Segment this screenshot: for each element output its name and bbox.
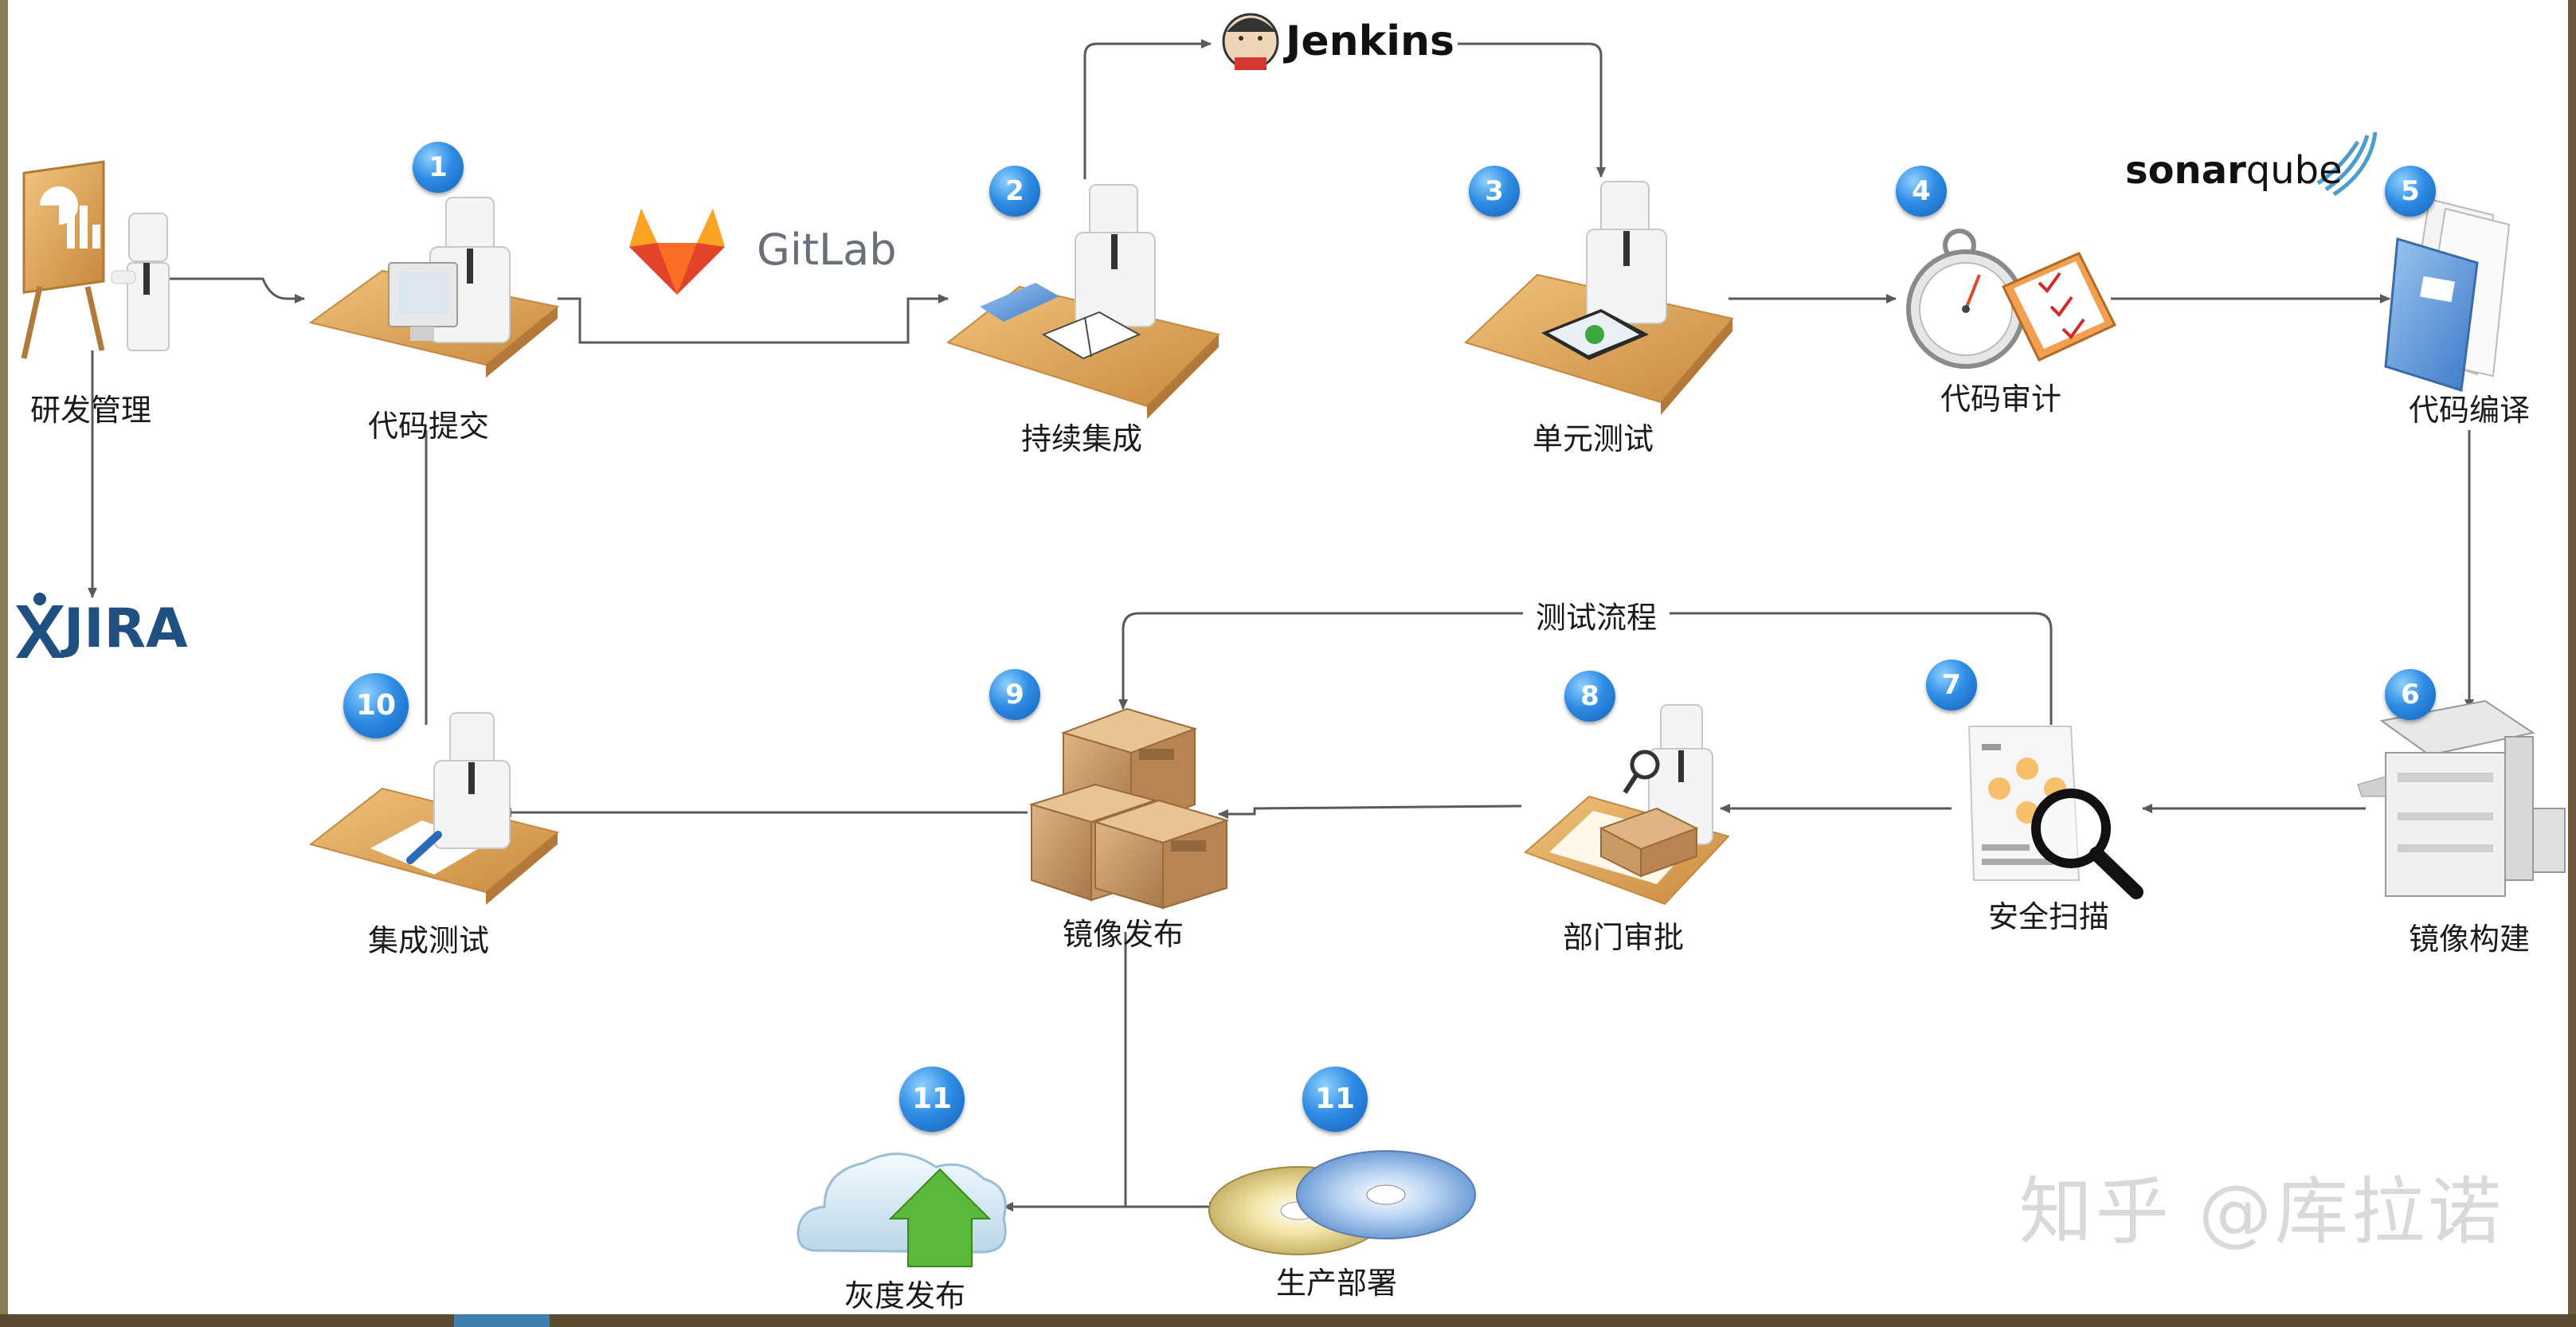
step-badge-5: 5: [2385, 166, 2436, 217]
step-badge-8: 8: [1564, 671, 1615, 722]
copier-machine-icon: [2357, 699, 2566, 897]
arrow-approval-to-release: [1218, 804, 1522, 819]
step-badge-7: 7: [1926, 660, 1977, 710]
jenkins-label: Jenkins: [1286, 18, 1455, 65]
arrow-commit-to-ci: [558, 294, 949, 344]
developer-desk-icon: [308, 197, 560, 378]
step-badge-1: 1: [413, 142, 464, 193]
step-badge-4: 4: [1896, 166, 1947, 217]
test-flow-label: 测试流程: [1522, 593, 1670, 637]
diagram-canvas: Jenkins GitLab sonarqube JIRA 研发管理 代码提交 …: [8, 0, 2568, 1314]
arrow-jenkins-to-unit: [1458, 42, 1606, 178]
node-code-audit: 代码审计: [1940, 382, 2062, 417]
flow-diagram: [16, 13, 2566, 1267]
node-code-commit: 代码提交: [367, 409, 490, 444]
node-unit-test: 单元测试: [1532, 421, 1654, 456]
node-dept-approval: 部门审批: [1562, 920, 1685, 955]
cd-disc-icon: [1208, 1150, 1476, 1255]
document-book-icon: [2384, 198, 2511, 392]
node-image-build: 镜像构建: [2408, 922, 2531, 957]
integration-test-desk-icon: [308, 712, 560, 905]
arrow-rd-to-commit: [167, 277, 305, 303]
arrow-ci-to-jenkins: [1083, 39, 1212, 179]
left-edge-strip: [0, 0, 8, 1327]
node-rd-management: 研发管理: [29, 393, 152, 428]
step-badge-11-prod: 11: [1302, 1067, 1368, 1132]
jira-label: JIRA: [64, 597, 188, 660]
node-security-scan: 安全扫描: [1987, 899, 2110, 934]
step-badge-3: 3: [1469, 166, 1520, 217]
jira-logo-icon: [16, 593, 64, 658]
watermark-text: 知乎 @库拉诺: [2018, 1169, 2504, 1255]
sonar-waves-icon: [2316, 131, 2378, 197]
node-image-release: 镜像发布: [1062, 917, 1184, 952]
gitlab-logo-icon: [629, 209, 725, 295]
node-gray-release: 灰度发布: [844, 1278, 966, 1313]
step-badge-6: 6: [2385, 669, 2436, 720]
scan-document-icon: [1967, 726, 2143, 899]
node-continuous-integration: 持续集成: [1020, 421, 1143, 456]
node-production-deploy: 生产部署: [1275, 1266, 1398, 1301]
stopwatch-icon: [1906, 229, 2026, 369]
cloud-upload-icon: [797, 1153, 1007, 1267]
integration-desk-icon: [945, 184, 1220, 419]
node-integration-test: 集成测试: [367, 923, 490, 958]
bottom-edge-strip: [0, 1314, 2576, 1327]
sonar-text: sonar: [2125, 148, 2246, 193]
inspection-desk-icon: [1524, 704, 1730, 906]
node-code-compile: 代码编译: [2408, 393, 2531, 428]
step-badge-9: 9: [989, 669, 1040, 720]
step-badge-11-gray: 11: [899, 1067, 965, 1132]
presentation-icon: [21, 160, 170, 359]
jenkins-logo-icon: [1222, 13, 1279, 70]
testing-desk-icon: [1464, 181, 1734, 415]
gitlab-label: GitLab: [757, 225, 897, 275]
qube-text: qube: [2245, 148, 2343, 193]
checklist-icon: [2001, 252, 2117, 362]
step-badge-10: 10: [343, 673, 409, 738]
bottom-edge-tab: [454, 1314, 550, 1327]
package-boxes-icon: [1028, 707, 1230, 910]
sonarqube-label: sonarqube: [2125, 148, 2343, 193]
step-badge-2: 2: [989, 166, 1040, 217]
